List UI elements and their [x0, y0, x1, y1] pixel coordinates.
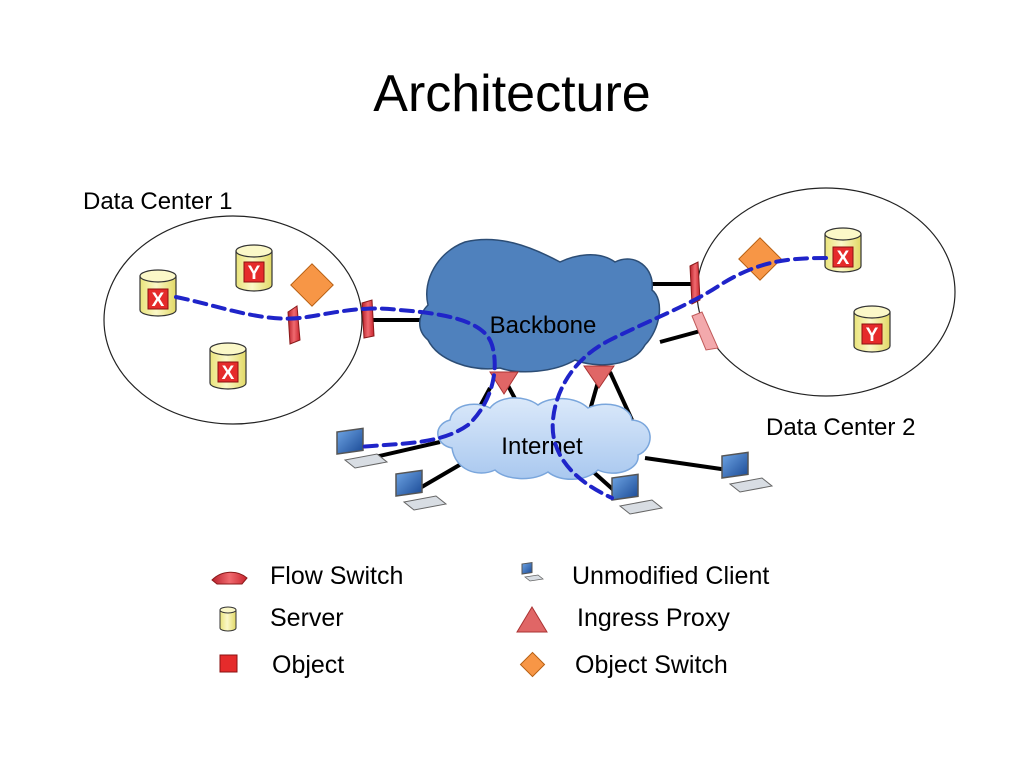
slide-title: Architecture: [373, 65, 651, 123]
ingress-proxy-left: [489, 371, 519, 395]
flow-path-dc2: [550, 256, 828, 500]
client-laptop-1: [336, 427, 389, 469]
data-center-1-label: Data Center 1: [83, 188, 233, 215]
flow-switch-dc1-internal: [287, 305, 301, 345]
data-center-2-label: Data Center 2: [766, 414, 916, 441]
server-legend-icon: [219, 606, 237, 632]
flow-switch-dc2-upper: [689, 261, 701, 305]
legend-flow-switch: Flow Switch: [270, 562, 404, 590]
legend-object-switch: Object Switch: [575, 651, 728, 679]
server-dc2-x: X: [824, 227, 862, 273]
legend-ingress-proxy: Ingress Proxy: [577, 604, 730, 632]
data-center-1-boundary: [103, 215, 363, 425]
client-laptop-3: [611, 473, 664, 515]
ingress-proxy-right: [583, 365, 615, 389]
object-switch-dc1: [290, 263, 334, 307]
legend-object: Object: [272, 651, 345, 679]
object-label: Y: [866, 325, 879, 346]
object-label: Y: [248, 263, 261, 284]
server-dc1-x-bottom: X: [209, 342, 247, 390]
backbone-label: Backbone: [490, 312, 597, 339]
object-switch-legend-icon: [519, 651, 546, 678]
flow-switch-legend-icon: [211, 571, 248, 585]
server-dc1-y: Y: [235, 244, 273, 292]
object-label: X: [837, 248, 850, 269]
flow-switch-dc1-edge: [361, 299, 375, 339]
client-laptop-4: [721, 451, 774, 493]
internet-label: Internet: [501, 433, 583, 460]
internet-cloud: [437, 397, 651, 480]
legend-server: Server: [270, 604, 344, 632]
legend-unmodified-client: Unmodified Client: [572, 562, 770, 590]
backbone-network: [419, 238, 661, 373]
server-dc2-y: Y: [853, 305, 891, 353]
unmodified-client-legend-icon: [521, 562, 544, 582]
object-legend-icon: [219, 654, 238, 673]
ingress-proxy-legend-icon: [516, 606, 548, 633]
flow-path-dc1: [174, 295, 497, 449]
client-laptop-2: [395, 469, 448, 511]
data-center-2-boundary: [696, 187, 956, 397]
flow-switch-dc2-lower: [691, 311, 719, 351]
server-dc1-x-top: X: [139, 269, 177, 317]
object-label: X: [152, 290, 165, 311]
object-label: X: [222, 363, 235, 384]
object-switch-dc2: [738, 237, 782, 281]
